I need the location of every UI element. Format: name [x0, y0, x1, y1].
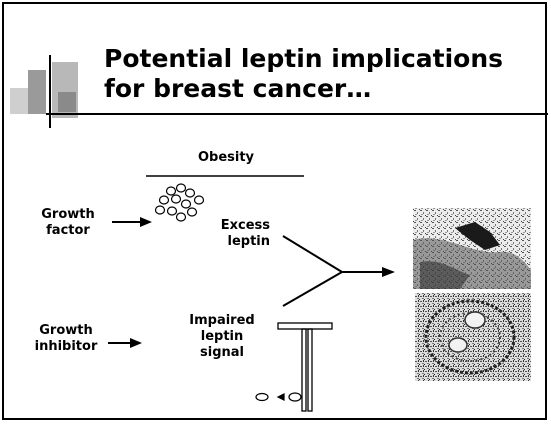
- leptin-receptor: [278, 323, 332, 411]
- leptin-molecules: [156, 184, 204, 221]
- growth-factor-label: Growth factor: [28, 207, 108, 239]
- growth-inhibitor-arrow: [108, 338, 142, 348]
- excess-leptin-label: Excess leptin: [190, 218, 270, 250]
- obesity-label: Obesity: [186, 150, 266, 166]
- impaired-leptin-signal-label: Impaired leptin signal: [182, 313, 262, 361]
- growth-inhibitor-label: Growth inhibitor: [24, 323, 108, 355]
- growth-factor-arrow: [112, 217, 152, 227]
- tissue-image-top: [413, 208, 531, 289]
- receptor-leptin-molecules: [256, 393, 301, 401]
- convergence-lines: [283, 236, 395, 306]
- tissue-image-bottom: [415, 293, 531, 381]
